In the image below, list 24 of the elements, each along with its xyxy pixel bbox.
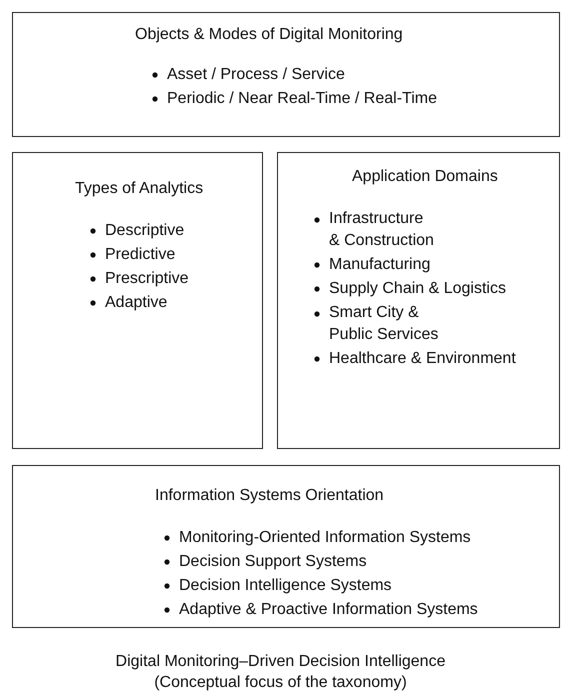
list-item: Monitoring-Oriented Information Systems [179,528,472,548]
list-item: Descriptive [105,221,186,241]
category-box [277,152,560,449]
list-item: Decision Support Systems [179,552,368,572]
category-box [12,12,560,137]
list-item: Decision Intelligence Systems [179,576,393,596]
list-item: Infrastructure & Construction [329,209,435,251]
list-item: Supply Chain & Logistics [329,279,507,299]
list-item: Periodic / Near Real-Time / Real-Time [167,89,437,109]
list-item: Prescriptive [105,269,189,289]
category-box [12,152,263,449]
list-item: Adaptive [105,293,168,313]
list-item: Adaptive & Proactive Information Systems [179,600,478,620]
list-item: Manufacturing [329,255,432,275]
list-item: Predictive [105,245,176,265]
list-item: Smart City & Public Services [329,303,440,345]
list-item: Healthcare & Environment [329,349,516,369]
box-heading: Types of Analytics [75,179,204,199]
box-heading: Application Domains [352,167,498,187]
caption: Digital Monitoring–Driven Decision Intelligence (Conceptual focus of the taxonomy) [114,652,446,693]
category-box [12,465,560,628]
box-heading: Objects & Modes of Digital Monitoring [135,25,403,45]
box-heading: Information Systems Orientation [155,486,384,506]
list-item: Asset / Process / Service [167,65,346,85]
